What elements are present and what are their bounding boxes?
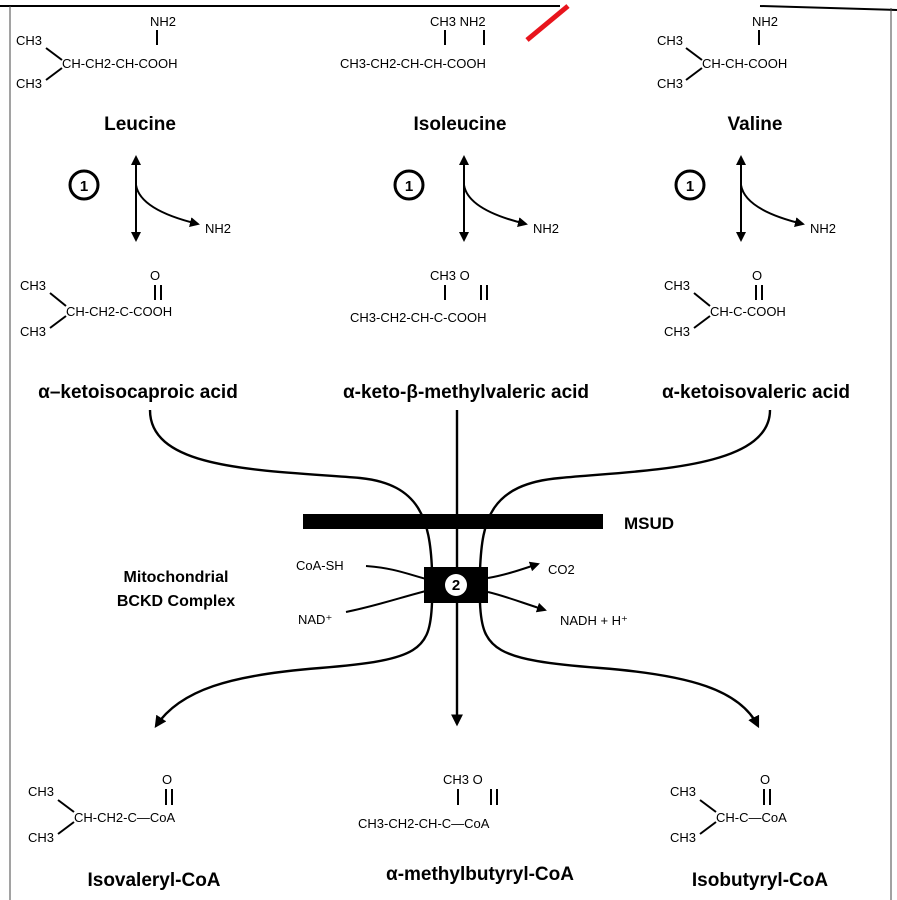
leucine-name: Leucine	[104, 114, 176, 135]
ketomethylvaleric-name: α-keto-β-methylvaleric acid	[343, 382, 589, 403]
step1-leucine: 1 NH2	[68, 155, 231, 242]
isoleucine-name: Isoleucine	[414, 114, 507, 135]
output-co2: CO2	[548, 562, 575, 577]
step2-number: 2	[452, 577, 460, 594]
isobutyryl-coa-name: Isobutyryl-CoA	[692, 870, 828, 891]
isobutyryl-formula: CH-C—CoA	[716, 810, 787, 825]
cofactor-nad: NAD⁺	[298, 612, 332, 627]
step1-number: 1	[686, 178, 694, 195]
valine-substituent: NH2	[752, 14, 778, 29]
msud-block-bar	[303, 514, 603, 529]
isobutyryl-substituent: O	[760, 772, 770, 787]
methylbutyryl-formula: CH3-CH2-CH-C—CoA	[358, 816, 490, 831]
complex-label-line1: Mitochondrial	[124, 569, 229, 586]
ketoisovaleric-branch-bottom: CH3	[664, 324, 690, 339]
step1-released-nh2: NH2	[205, 221, 231, 236]
step1-circle-icon	[674, 169, 706, 201]
ketoisocaproic-structure: O CH3 CH3 CH-CH2-C-COOH α–ketoisocaproic…	[20, 268, 238, 403]
flow-ketoisocaproic	[148, 409, 434, 571]
ketoisovaleric-structure: O CH3 CH3 CH-C-COOH α-ketoisovaleric aci…	[662, 268, 850, 403]
leucine-formula: CH-CH2-CH-COOH	[62, 56, 178, 71]
isoleucine-structure: CH3 NH2 CH3-CH2-CH-CH-COOH Isoleucine	[340, 14, 506, 135]
isobutyryl-branch-top: CH3	[670, 784, 696, 799]
ketoisovaleric-formula: CH-C-COOH	[710, 304, 786, 319]
methylbutyryl-substituent: CH3 O	[443, 772, 483, 787]
isovaleryl-formula: CH-CH2-C—CoA	[74, 810, 175, 825]
coash-input-line	[365, 565, 431, 581]
step1-circle-icon	[68, 169, 100, 201]
methylbutyryl-coa-name: α-methylbutyryl-CoA	[386, 864, 574, 885]
complex-label-line2: BCKD Complex	[117, 593, 235, 610]
co2-output-arrow	[487, 561, 540, 579]
ketoisocaproic-branch-top: CH3	[20, 278, 46, 293]
valine-name: Valine	[728, 114, 783, 135]
isovaleryl-coa-name: Isovaleryl-CoA	[87, 870, 220, 891]
ketoisocaproic-branch-bottom: CH3	[20, 324, 46, 339]
cofactor-coash: CoA-SH	[296, 558, 344, 573]
leucine-branch-top: CH3	[16, 33, 42, 48]
nadh-output-arrow	[487, 591, 547, 613]
ketomethylvaleric-formula: CH3-CH2-CH-C-COOH	[350, 310, 487, 325]
valine-structure: NH2 CH3 CH3 CH-CH-COOH Valine	[657, 14, 787, 135]
red-annotation-arrow	[525, 4, 570, 42]
step2-circle-icon	[445, 574, 467, 596]
isobutyryl-coa-structure: O CH3 CH3 CH-C—CoA Isobutyryl-CoA	[670, 772, 828, 891]
leucine-substituent: NH2	[150, 14, 176, 29]
isoleucine-formula: CH3-CH2-CH-CH-COOH	[340, 56, 486, 71]
leucine-structure: NH2 CH3 CH3 CH-CH2-CH-COOH Leucine	[16, 14, 178, 135]
frame-top-right-line	[759, 5, 897, 11]
ketoisocaproic-substituent: O	[150, 268, 160, 283]
ketoisovaleric-branch-top: CH3	[664, 278, 690, 293]
step1-valine: 1 NH2	[674, 155, 836, 242]
flow-ketoisovaleric	[478, 409, 772, 571]
isovaleryl-branch-top: CH3	[28, 784, 54, 799]
ketoisocaproic-name: α–ketoisocaproic acid	[38, 382, 238, 403]
msud-label: MSUD	[624, 514, 674, 533]
isovaleryl-coa-structure: O CH3 CH3 CH-CH2-C—CoA Isovaleryl-CoA	[28, 772, 221, 891]
valine-branch-bottom: CH3	[657, 76, 683, 91]
ketomethylvaleric-structure: CH3 O CH3-CH2-CH-C-COOH α-keto-β-methylv…	[343, 268, 589, 403]
isobutyryl-branch-bottom: CH3	[670, 830, 696, 845]
step1-released-nh2: NH2	[533, 221, 559, 236]
isovaleryl-substituent: O	[162, 772, 172, 787]
ketoisovaleric-name: α-ketoisovaleric acid	[662, 382, 850, 403]
leucine-branch-bottom: CH3	[16, 76, 42, 91]
methylbutyryl-coa-structure: CH3 O CH3-CH2-CH-C—CoA α-methylbutyryl-C…	[358, 772, 574, 885]
isoleucine-substituent: CH3 NH2	[430, 14, 486, 29]
flow-to-isobutyryl	[478, 602, 760, 729]
step1-number: 1	[80, 178, 88, 195]
step1-number: 1	[405, 178, 413, 195]
nad-input-line	[345, 589, 431, 613]
step1-circle-icon	[393, 169, 425, 201]
step1-isoleucine: 1 NH2	[393, 155, 559, 242]
valine-formula: CH-CH-COOH	[702, 56, 787, 71]
step1-released-nh2: NH2	[810, 221, 836, 236]
flow-to-isovaleryl	[154, 602, 434, 728]
isovaleryl-branch-bottom: CH3	[28, 830, 54, 845]
ketoisovaleric-substituent: O	[752, 268, 762, 283]
ketoisocaproic-formula: CH-CH2-C-COOH	[66, 304, 172, 319]
valine-branch-top: CH3	[657, 33, 683, 48]
output-nadh: NADH + H⁺	[560, 613, 628, 628]
ketomethylvaleric-substituent: CH3 O	[430, 268, 470, 283]
